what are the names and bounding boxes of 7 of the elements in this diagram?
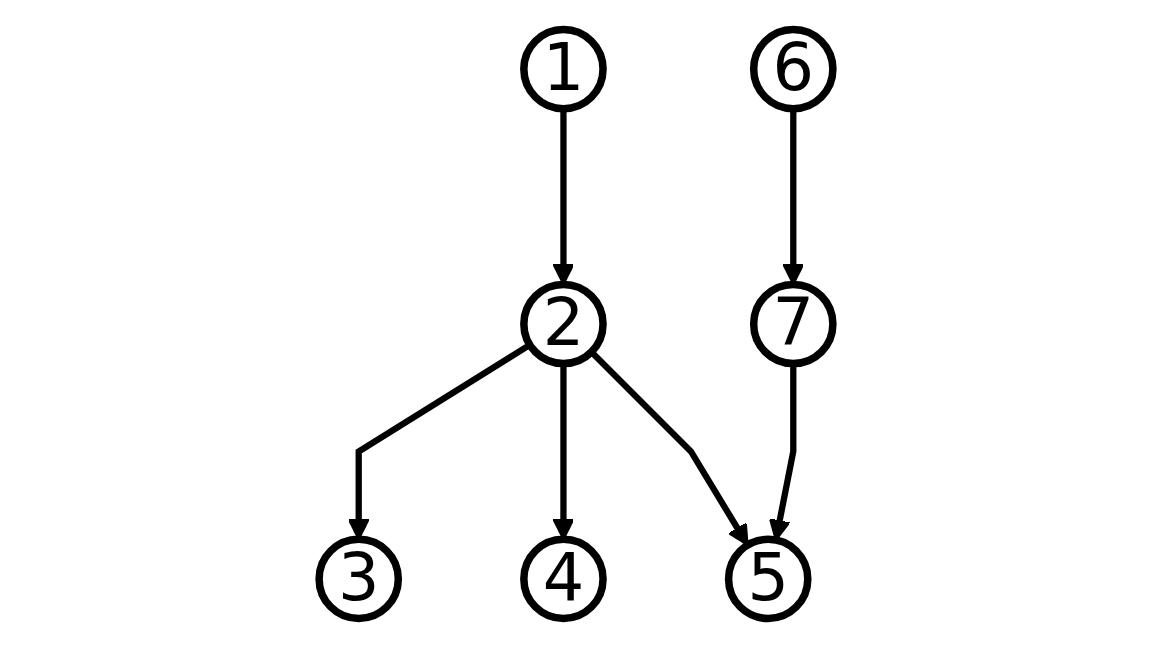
node-circle: 1 [520,25,607,113]
node-circle: 2 [520,280,607,368]
node-circle: 7 [749,280,837,368]
node-circle: 5 [724,535,812,623]
node-circle: 6 [749,25,837,113]
node-circle: 3 [315,535,403,623]
node-circle: 4 [520,535,607,623]
